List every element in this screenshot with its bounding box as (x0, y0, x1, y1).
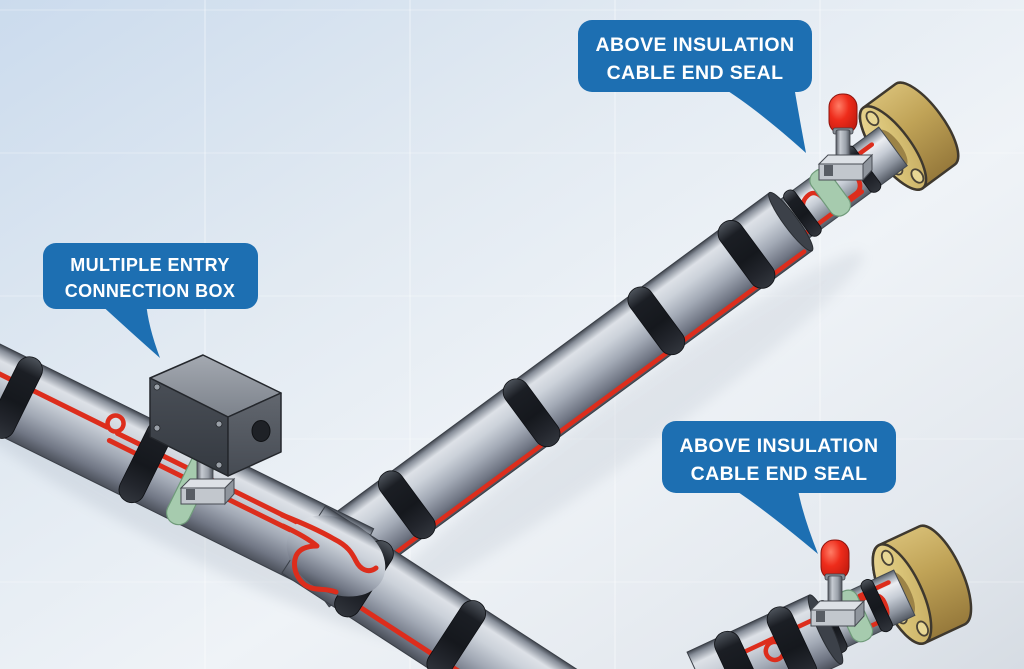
callout-end-seal-bottom: ABOVE INSULATION CABLE END SEAL (662, 421, 896, 554)
callout-body (662, 421, 896, 493)
callout-body (578, 20, 812, 92)
fixing-strap (860, 579, 893, 633)
heating-cable-loop (105, 413, 126, 434)
black-band (378, 470, 436, 540)
grid-vertical-lines (204, 0, 821, 669)
black-band (714, 630, 765, 669)
flange-bolt-hole (865, 110, 880, 127)
insulation-end-cap (768, 191, 814, 252)
black-band (627, 286, 686, 356)
screw (153, 383, 161, 391)
callout-label-line1: ABOVE INSULATION (680, 435, 879, 457)
screw (215, 461, 223, 469)
black-band (0, 356, 43, 439)
callout-label-line2: CABLE END SEAL (607, 62, 784, 84)
screw (153, 424, 161, 432)
black-band (502, 378, 561, 448)
callout-label-line2: CONNECTION BOX (65, 281, 236, 301)
cable-entry-hole (251, 420, 271, 442)
flange-bolt-hole (880, 549, 894, 566)
black-band (766, 606, 818, 669)
heating-cable (372, 249, 807, 571)
black-band (717, 220, 776, 289)
flange-bolt-hole (916, 620, 929, 637)
callout-end-seal-top: ABOVE INSULATION CABLE END SEAL (578, 20, 812, 153)
connection-box (149, 354, 282, 505)
green-fixing-tape (809, 168, 852, 217)
callout-connection-box: MULTIPLE ENTRY CONNECTION BOX (43, 243, 258, 358)
black-band (426, 600, 486, 669)
callout-label-line1: ABOVE INSULATION (596, 34, 795, 56)
grid-horizontal-lines (0, 9, 1024, 583)
callout-tail (98, 302, 160, 358)
tee-junction (286, 515, 386, 597)
heating-cable-branch-crossover (279, 512, 379, 574)
screw (215, 420, 223, 428)
heating-cable-drop (280, 523, 339, 595)
callout-tail (720, 86, 806, 153)
callout-label-line1: MULTIPLE ENTRY (70, 255, 230, 275)
pipe-bracket (180, 478, 235, 505)
tee-saddle (286, 515, 386, 597)
callout-body (43, 243, 258, 309)
pipe-shadow (376, 252, 864, 608)
flange-bolt-hole (910, 168, 925, 184)
callout-tail (735, 490, 818, 554)
callout-label-line2: CABLE END SEAL (691, 463, 868, 485)
fixing-strap (783, 189, 822, 237)
